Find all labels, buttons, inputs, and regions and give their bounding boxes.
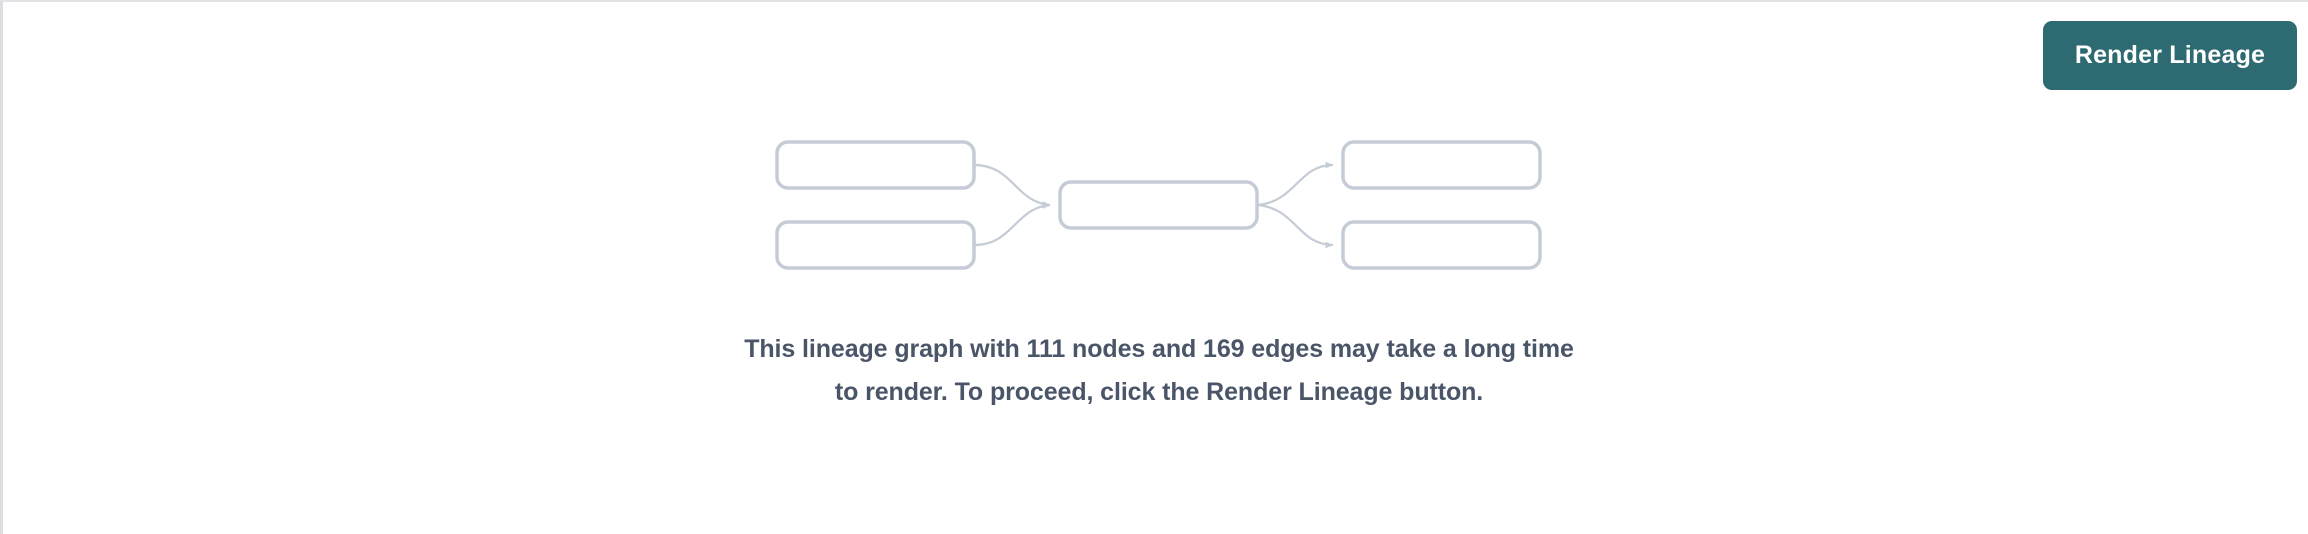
lineage-placeholder-svg — [775, 140, 1542, 270]
placeholder-node-left-bottom — [775, 220, 976, 270]
render-lineage-button[interactable]: Render Lineage — [2043, 21, 2297, 90]
edge-center-to-right-top — [1256, 161, 1334, 207]
edge-center-to-right-bottom — [1256, 203, 1334, 249]
placeholder-node-left-top — [775, 140, 976, 190]
placeholder-node-center — [1058, 180, 1259, 230]
edge-left-bottom-to-center — [973, 202, 1051, 247]
placeholder-node-right-bottom — [1341, 220, 1542, 270]
edge-left-top-to-center — [973, 163, 1051, 208]
lineage-placeholder-graph — [3, 2, 2308, 322]
placeholder-node-right-top — [1341, 140, 1542, 190]
lineage-warning-message: This lineage graph with 111 nodes and 16… — [744, 335, 1574, 406]
